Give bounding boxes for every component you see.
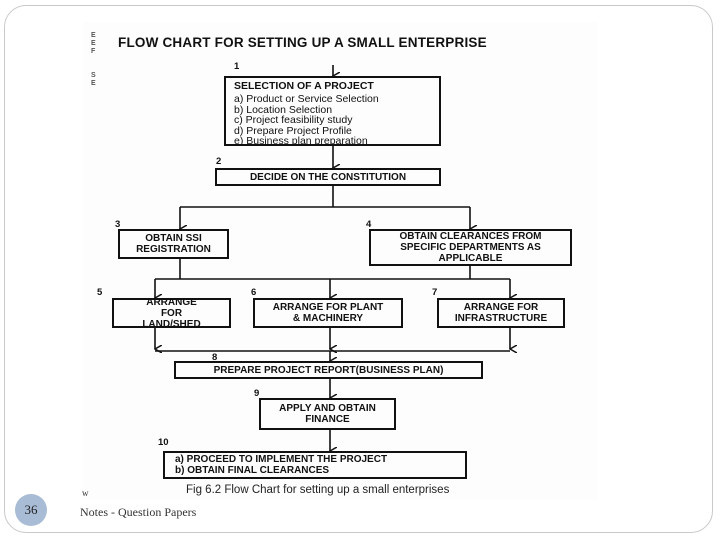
- slide-number-badge: 36: [15, 494, 47, 526]
- step-1-item-b: b) Location Selection: [234, 103, 333, 116]
- step-3-box: OBTAIN SSI REGISTRATION: [118, 229, 229, 259]
- step-6-box: ARRANGE FOR PLANT & MACHINERY: [253, 298, 403, 328]
- step-2-box: DECIDE ON THE CONSTITUTION: [215, 168, 441, 186]
- step-2-number: 2: [216, 156, 222, 167]
- step-5-box: ARRANGE FOR LAND/SHED: [112, 296, 231, 330]
- step-9-number: 9: [254, 388, 260, 399]
- step-1-box: SELECTION OF A PROJECT a) Product or Ser…: [224, 76, 441, 146]
- step-10-item-a: a) PROCEED TO IMPLEMENT THE PROJECT: [175, 454, 388, 465]
- step-3-title: OBTAIN SSI REGISTRATION: [136, 233, 211, 255]
- step-1-number: 1: [234, 61, 240, 72]
- step-3-number: 3: [115, 219, 121, 230]
- step-4-title: OBTAIN CLEARANCES FROM SPECIFIC DEPARTME…: [399, 231, 542, 264]
- footer-text: Notes - Question Papers: [80, 505, 197, 519]
- step-7-number: 7: [432, 287, 438, 298]
- step-7-box: ARRANGE FOR INFRASTRUCTURE: [437, 298, 565, 328]
- slide-number: 36: [24, 502, 38, 517]
- step-1-item-d: d) Prepare Project Profile: [234, 124, 352, 137]
- figure-caption: Fig 6.2 Flow Chart for setting up a smal…: [186, 484, 450, 496]
- step-5-number: 5: [97, 287, 103, 298]
- step-8-number: 8: [212, 352, 218, 363]
- diagram-title: FLOW CHART FOR SETTING UP A SMALL ENTERP…: [118, 35, 487, 50]
- step-10-number: 10: [158, 437, 169, 448]
- step-9-title: APPLY AND OBTAIN FINANCE: [279, 403, 376, 425]
- step-8-box: PREPARE PROJECT REPORT(BUSINESS PLAN): [174, 361, 483, 379]
- step-2-title: DECIDE ON THE CONSTITUTION: [249, 171, 407, 183]
- step-8-title: PREPARE PROJECT REPORT(BUSINESS PLAN): [213, 364, 444, 376]
- step-7-title: ARRANGE FOR INFRASTRUCTURE: [454, 302, 548, 324]
- slide-frame: [4, 5, 713, 533]
- step-1-item-e: e) Business plan preparation: [234, 135, 368, 147]
- step-10-box: a) PROCEED TO IMPLEMENT THE PROJECT b) O…: [163, 451, 467, 479]
- step-5-title: ARRANGE FOR LAND/SHED: [142, 296, 201, 330]
- step-6-title: ARRANGE FOR PLANT & MACHINERY: [272, 302, 384, 324]
- step-1-title: SELECTION OF A PROJECT: [234, 80, 374, 92]
- step-4-box: OBTAIN CLEARANCES FROM SPECIFIC DEPARTME…: [369, 229, 572, 266]
- step-4-number: 4: [366, 219, 372, 230]
- step-10-item-b: b) OBTAIN FINAL CLEARANCES: [175, 465, 330, 476]
- footer-top-text: w: [82, 488, 89, 498]
- step-1-item-a: a) Product or Service Selection: [234, 93, 379, 105]
- step-1-item-c: c) Project feasibility study: [234, 114, 353, 126]
- step-9-box: APPLY AND OBTAIN FINANCE: [259, 398, 396, 430]
- step-6-number: 6: [251, 287, 257, 298]
